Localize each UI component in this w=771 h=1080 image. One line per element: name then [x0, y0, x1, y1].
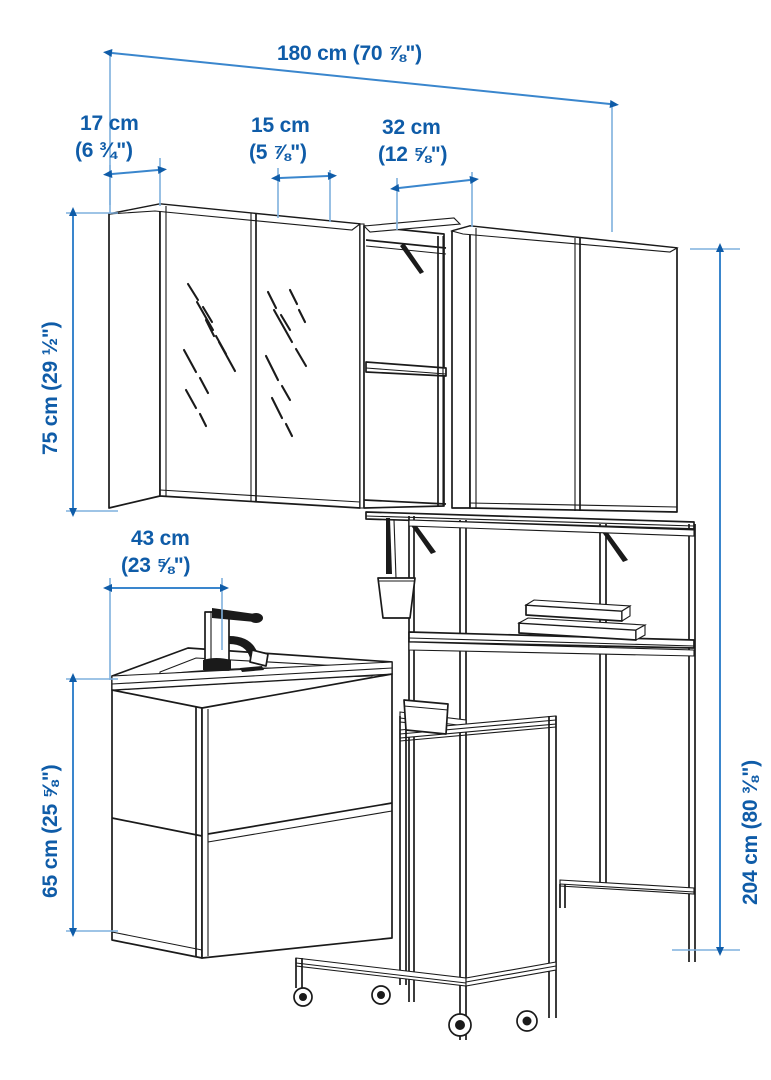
mirror-cabinet — [108, 203, 362, 509]
dim-17cm-metric: 17 cm — [80, 112, 139, 135]
small-basket — [403, 699, 449, 735]
mirror-reflection-left — [182, 282, 237, 428]
dim-204cm-label: 204 cm (80 ⅜") — [739, 760, 762, 905]
dim-vanity-height: 65 cm (25 ⅝") — [39, 673, 118, 937]
dim-left-cabinet-width: 17 cm (6 ¾") — [75, 112, 167, 214]
dim-wall-cabinet-height: 75 cm (29 ½") — [39, 207, 118, 517]
dim-vanity-width: 43 cm (23 ⅝") — [103, 527, 229, 680]
dim-overall-height: 204 cm (80 ⅜") — [672, 243, 762, 956]
furniture-illustration — [108, 203, 696, 1040]
toothbrush-cup — [377, 518, 416, 619]
dim-17cm-imperial: (6 ¾") — [75, 139, 133, 162]
washbasin — [111, 647, 393, 691]
dim-43cm-imperial: (23 ⅝") — [121, 554, 190, 577]
dim-15cm-metric: 15 cm — [251, 114, 310, 137]
shelf-frame — [365, 511, 696, 1040]
vanity-drawers — [111, 673, 393, 959]
mirror-reflection-right — [264, 288, 308, 438]
dim-15cm-imperial: (5 ⅞") — [249, 141, 307, 164]
dim-overall-width-label: 180 cm (70 ⅞") — [277, 42, 422, 65]
dim-overall-width: 180 cm (70 ⅞") — [103, 42, 619, 232]
folded-towels — [517, 599, 647, 641]
dim-32cm-metric: 32 cm — [382, 116, 441, 139]
dim-32cm-imperial: (12 ⅝") — [378, 143, 447, 166]
dim-43cm-metric: 43 cm — [131, 527, 190, 550]
dim-65cm-label: 65 cm (25 ⅝") — [39, 765, 62, 898]
dim-75cm-label: 75 cm (29 ½") — [39, 322, 62, 455]
right-wall-cabinet — [449, 225, 679, 513]
dim-middle-segment-width: 15 cm (5 ⅞") — [249, 114, 337, 222]
open-shelf-unit — [359, 217, 462, 509]
dim-right-segment-width: 32 cm (12 ⅝") — [378, 116, 479, 230]
caster-wheels — [293, 985, 538, 1037]
